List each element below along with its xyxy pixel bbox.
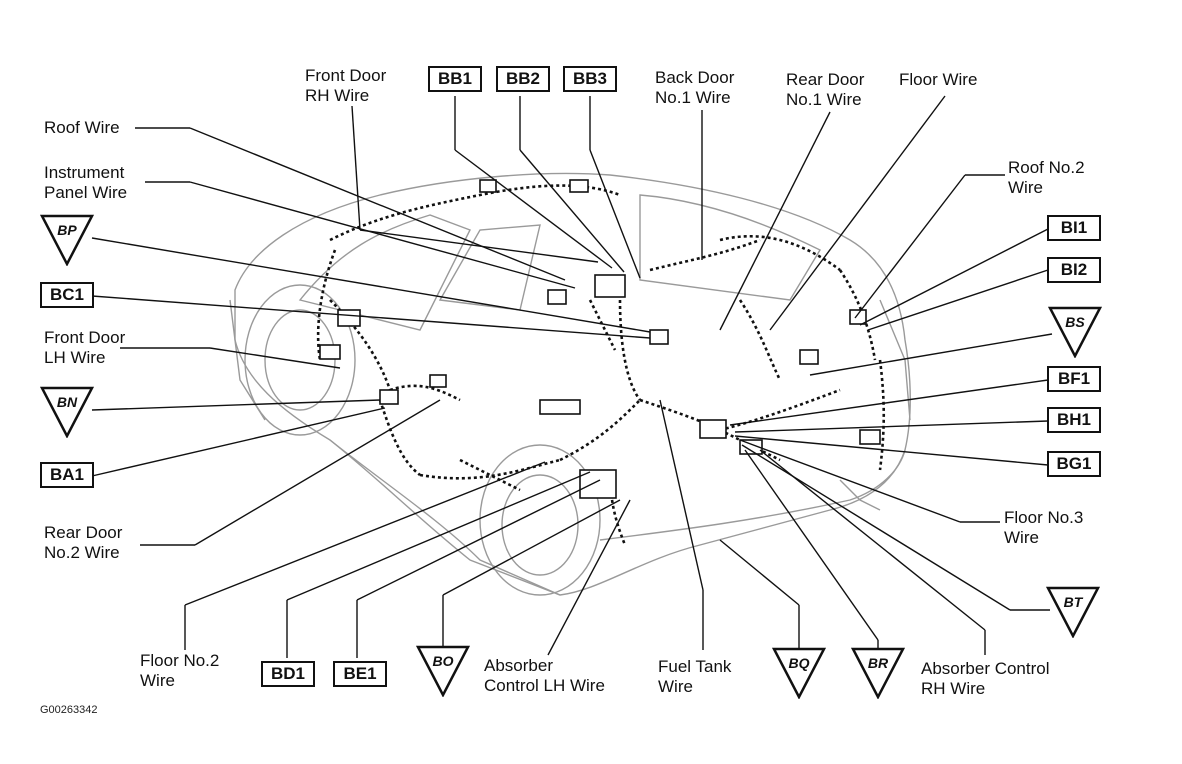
ground-point-bp: BP xyxy=(40,214,94,266)
ground-point-br-label: BR xyxy=(867,655,889,671)
back-door-no1-wire-label: Back Door No.1 Wire xyxy=(655,68,735,107)
ground-point-bn: BN xyxy=(40,386,94,438)
ground-point-bq: BQ xyxy=(772,647,826,699)
leader-lines xyxy=(91,95,1053,658)
ground-point-bn-label: BN xyxy=(56,394,78,410)
rear-door-no2-wire-label: Rear Door No.2 Wire xyxy=(44,523,123,562)
vehicle-body-outline xyxy=(229,172,911,596)
floor-no3-wire-label: Floor No.3 Wire xyxy=(1004,508,1084,547)
connector-box-bi2: BI2 xyxy=(1047,257,1101,283)
ground-point-bs: BS xyxy=(1048,306,1102,358)
connector-box-bb1: BB1 xyxy=(428,66,482,92)
connector-box-ba1: BA1 xyxy=(40,462,94,488)
ground-point-bt-label: BT xyxy=(1063,594,1083,610)
connector-box-bb2: BB2 xyxy=(496,66,550,92)
absorber-control-lh-wire-label: Absorber Control LH Wire xyxy=(484,656,605,695)
connector-box-bi1: BI1 xyxy=(1047,215,1101,241)
connector-box-bb3: BB3 xyxy=(563,66,617,92)
connector-box-bh1: BH1 xyxy=(1047,407,1101,433)
instrument-panel-wire-label: Instrument Panel Wire xyxy=(44,163,128,202)
connector-box-bd1: BD1 xyxy=(261,661,315,687)
floor-wire-label: Floor Wire xyxy=(899,70,978,89)
connector-box-bc1: BC1 xyxy=(40,282,94,308)
ground-point-bo: BO xyxy=(416,645,470,697)
absorber-control-rh-wire-label: Absorber Control RH Wire xyxy=(921,659,1050,698)
roof-no2-wire-label: Roof No.2 Wire xyxy=(1008,158,1085,197)
front-door-lh-wire-label: Front Door LH Wire xyxy=(44,328,126,367)
fuel-tank-wire-label: Fuel Tank Wire xyxy=(658,657,732,696)
roof-wire-label: Roof Wire xyxy=(44,118,120,137)
ground-point-br: BR xyxy=(851,647,905,699)
connector-box-be1: BE1 xyxy=(333,661,387,687)
ground-point-bt: BT xyxy=(1046,586,1100,638)
figure-code: G00263342 xyxy=(40,704,98,716)
wire-harness xyxy=(316,184,886,546)
connector-box-bf1: BF1 xyxy=(1047,366,1101,392)
rear-door-no1-wire-label: Rear Door No.1 Wire xyxy=(786,70,865,109)
ground-point-bs-label: BS xyxy=(1065,314,1085,330)
connector-box-bg1: BG1 xyxy=(1047,451,1101,477)
floor-no2-wire-label: Floor No.2 Wire xyxy=(140,651,220,690)
front-door-rh-wire-label: Front Door RH Wire xyxy=(305,66,387,105)
ground-point-bq-label: BQ xyxy=(788,655,810,671)
harness-connectors xyxy=(319,179,881,499)
ground-point-bo-label: BO xyxy=(432,653,454,669)
ground-point-bp-label: BP xyxy=(57,222,77,238)
